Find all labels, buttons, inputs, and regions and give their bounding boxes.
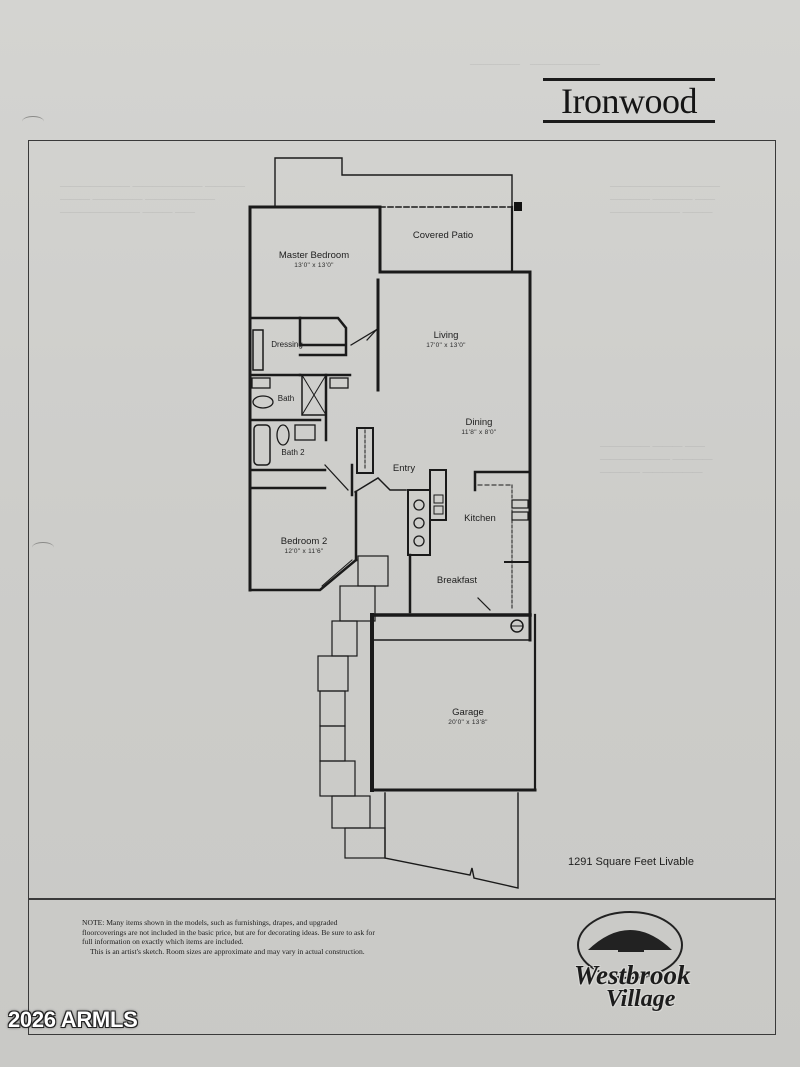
room-label-dressing: Dressing	[271, 340, 303, 349]
room-name: Entry	[392, 463, 416, 474]
title-rule-bottom	[543, 120, 715, 123]
room-name: Covered Patio	[412, 230, 474, 241]
mls-watermark: 2026 ARMLS	[8, 1007, 138, 1032]
square-footage: 1291 Square Feet Livable	[568, 856, 694, 868]
room-name: Master Bedroom	[278, 250, 350, 261]
room-label-entry: Entry	[393, 463, 415, 474]
room-label-bath: Bath	[278, 394, 294, 403]
room-label-bedroom-2: Bedroom 2 12'0" x 11'6"	[281, 536, 327, 555]
room-name: Living	[433, 330, 459, 341]
room-label-breakfast: Breakfast	[437, 575, 477, 586]
bleed-through-text: ——————— ——————— ———— ——— ————— ——————— —…	[60, 181, 245, 218]
room-label-living: Living 17'0" x 13'0"	[426, 330, 466, 349]
plan-frame	[28, 140, 776, 1035]
punch-hole-mark	[22, 116, 44, 127]
room-name: Dressing	[271, 340, 303, 349]
room-dimensions: 13'0" x 13'0"	[294, 262, 334, 269]
room-dimensions: 17'0" x 13'0"	[426, 342, 466, 349]
plan-title: Ironwood	[561, 81, 697, 121]
room-label-dining: Dining 11'8" x 8'0"	[461, 417, 496, 436]
note-paragraph-2: This is an artist's sketch. Room sizes a…	[90, 946, 365, 956]
room-label-bath-2: Bath 2	[281, 448, 304, 457]
room-name: Bedroom 2	[280, 536, 328, 547]
punch-hole-mark	[32, 542, 54, 553]
title-rule-top	[543, 78, 715, 81]
room-label-kitchen: Kitchen	[464, 513, 496, 524]
bleed-through-text: ——————————— ———— ———— —— ——————— ———	[610, 181, 720, 218]
westbrook-village-logo: Westbrook Village	[574, 912, 738, 1022]
plan-title-block: Ironwood	[543, 78, 715, 123]
room-label-covered-patio: Covered Patio	[413, 230, 473, 241]
logo-line-2: Village	[606, 986, 676, 1012]
room-label-master-bedroom: Master Bedroom 13'0" x 13'0"	[279, 250, 349, 269]
room-name: Bath	[277, 394, 295, 403]
disclaimer-note: NOTE: Many items shown in the models, su…	[82, 918, 382, 956]
note-paragraph-1: NOTE: Many items shown in the models, su…	[82, 918, 375, 947]
logo-line-1: Westbrook	[574, 960, 691, 990]
room-name: Garage	[452, 707, 484, 718]
frame-divider	[28, 898, 776, 900]
room-dimensions: 12'0" x 11'6"	[284, 548, 324, 555]
room-name: Breakfast	[436, 575, 478, 586]
room-dimensions: 11'8" x 8'0"	[461, 429, 497, 436]
room-name: Kitchen	[464, 513, 496, 524]
room-name: Dining	[465, 417, 493, 428]
bleed-through-text: ————— ———————	[470, 59, 600, 70]
bleed-through-text: ————— ——— —— ——————— ———— ———— ——————	[600, 441, 713, 478]
room-label-garage: Garage 20'0" x 13'8"	[448, 707, 488, 726]
room-name: Bath 2	[281, 448, 305, 457]
room-dimensions: 20'0" x 13'8"	[448, 719, 488, 726]
